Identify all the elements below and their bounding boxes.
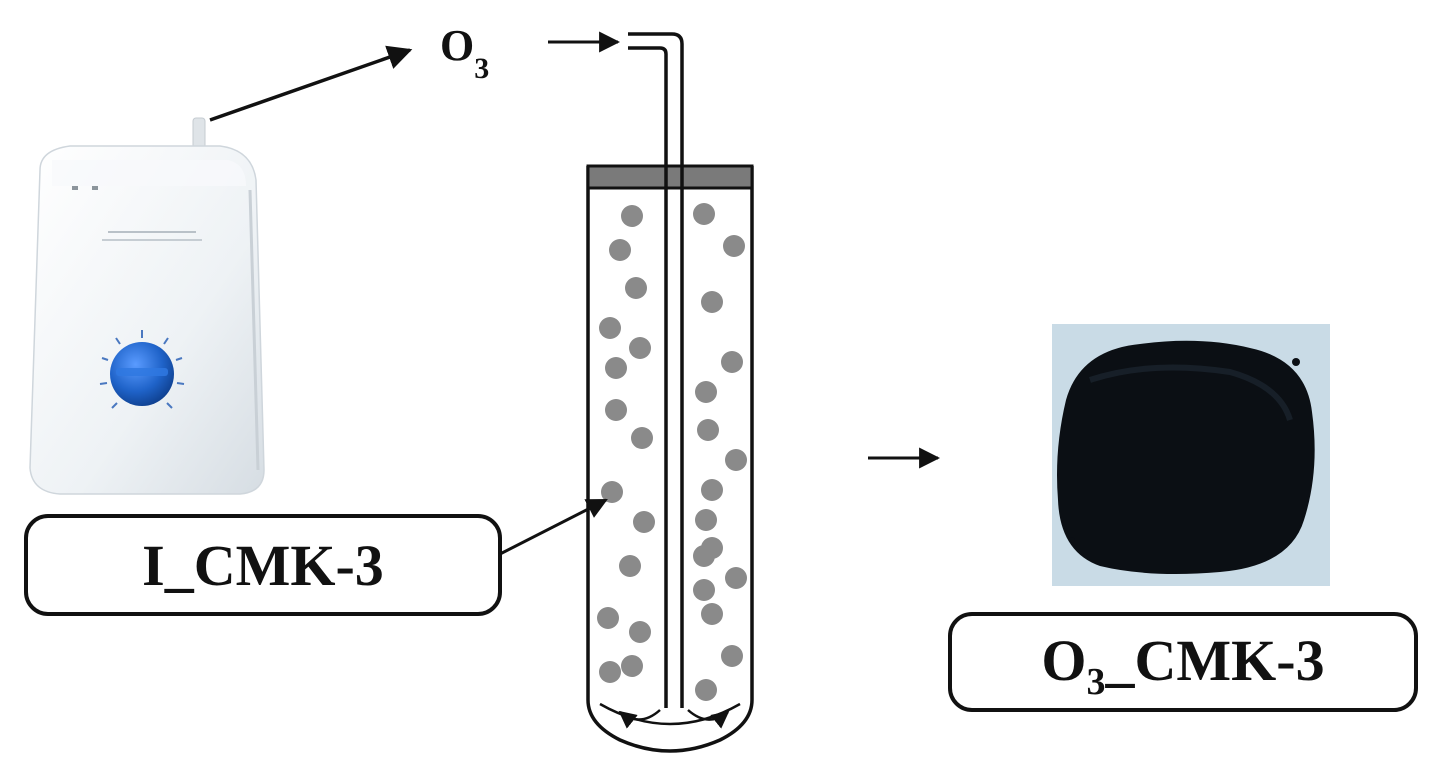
input-label: I_CMK-3 — [142, 533, 384, 598]
output-label-base: O — [1041, 628, 1086, 693]
input-pointer-arrow — [499, 498, 608, 556]
carbon-particles — [597, 203, 747, 701]
reactor-tube — [586, 32, 754, 753]
powder-photo-icon — [1052, 324, 1330, 586]
ozone-label-base: O — [440, 21, 474, 70]
input-label-box — [24, 514, 502, 616]
blue-knob-icon — [110, 342, 174, 406]
ozone-label-subscript: 3 — [474, 52, 489, 85]
generator-to-gas-arrow — [209, 45, 413, 122]
ozone-label: O3 — [440, 21, 489, 85]
tube-cap — [586, 164, 754, 190]
output-label-box — [948, 612, 1418, 712]
flow-arrow-left — [618, 709, 661, 729]
output-label-suffix: _CMK-3 — [1105, 628, 1325, 693]
output-label: O3_CMK-3 — [1041, 628, 1324, 703]
flow-arrow-right — [687, 709, 730, 729]
ozone-generator-icon — [29, 117, 265, 495]
output-label-subscript: 3 — [1087, 661, 1106, 703]
